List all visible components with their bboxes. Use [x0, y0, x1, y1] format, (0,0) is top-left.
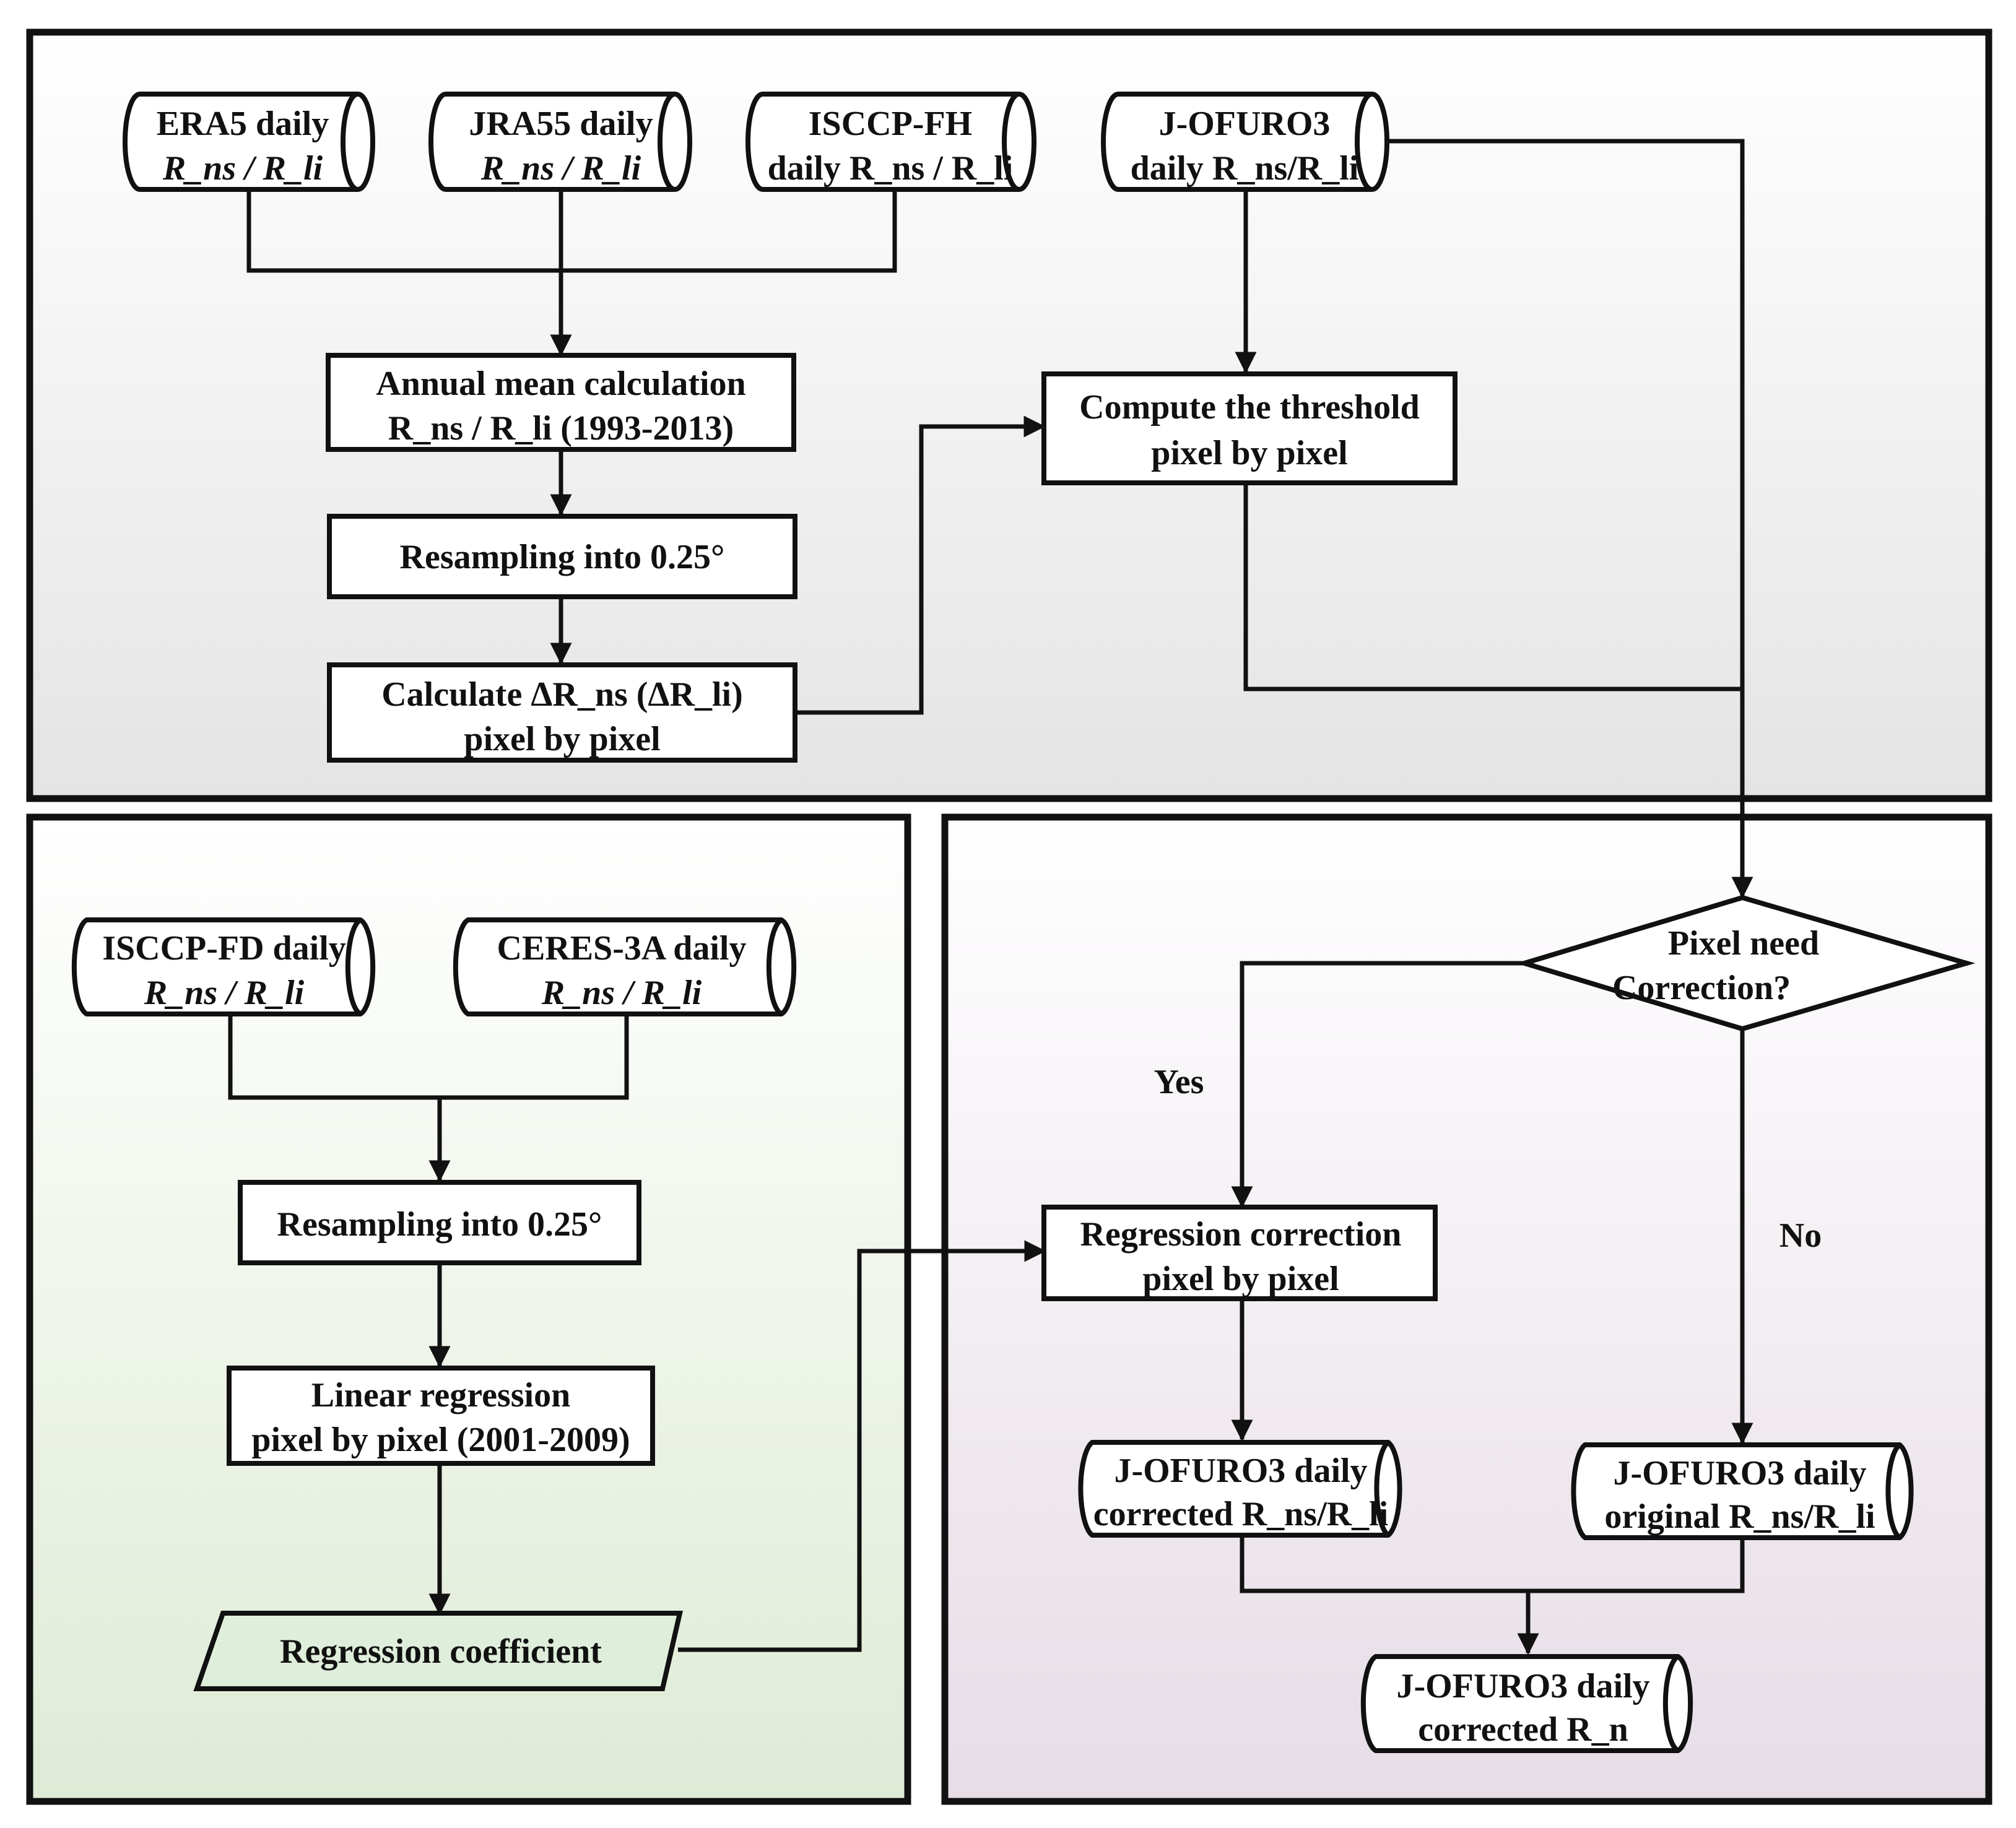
connector-coef-to-correction: [678, 1240, 1046, 1652]
jofuro3-rn-line2: corrected R_n: [1418, 1710, 1628, 1749]
regression-coefficient-label: Regression coefficient: [280, 1632, 602, 1671]
connector-yes: [1231, 961, 1524, 1208]
ceres-line1: CERES-3A daily: [497, 929, 747, 968]
jofuro3-rn-datastore: J-OFURO3 daily corrected R_n: [1360, 1654, 1693, 1753]
connector-era5: [246, 192, 897, 273]
yes-label: Yes: [1154, 1063, 1204, 1101]
jra55-datastore: JRA55 daily R_ns / R_li: [428, 92, 692, 192]
connector-merge-rn: [1240, 1536, 1745, 1593]
calc-delta-line1: Calculate ΔR_ns (ΔR_li): [381, 675, 743, 714]
jofuro3-original-line1: J-OFURO3 daily: [1613, 1454, 1866, 1492]
isccp-fd-line2: R_ns / R_li: [144, 974, 305, 1012]
annual-mean-line1: Annual mean calculation: [376, 365, 745, 403]
jra55-line1: JRA55 daily: [469, 105, 653, 143]
jofuro3-corrected-datastore: J-OFURO3 daily corrected R_ns/R_li: [1078, 1440, 1402, 1538]
resample-bottom-process: Resampling into 0.25°: [238, 1180, 641, 1265]
isccp-fd-datastore: ISCCP-FD daily R_ns / R_li: [71, 917, 376, 1016]
isccp-fd-line1: ISCCP-FD daily: [102, 929, 346, 968]
resample-top-label: Resampling into 0.25°: [400, 538, 725, 576]
no-label: No: [1779, 1216, 1822, 1255]
linear-regression-process: Linear regression pixel by pixel (2001-2…: [227, 1366, 655, 1466]
jofuro3-top-line2: daily R_ns/R_li: [1131, 149, 1359, 188]
era5-line1: ERA5 daily: [157, 105, 329, 143]
jra55-line2: R_ns / R_li: [480, 149, 641, 188]
threshold-line1: Compute the threshold: [1079, 388, 1420, 427]
connector-calc-to-threshold: [794, 415, 1046, 715]
era5-datastore: ERA5 daily R_ns / R_li: [123, 92, 375, 192]
jofuro3-original-datastore: J-OFURO3 daily original R_ns/R_li: [1571, 1442, 1914, 1540]
threshold-process: Compute the threshold pixel by pixel: [1041, 371, 1458, 485]
isccp-fh-datastore: ISCCP-FH daily R_ns / R_li: [745, 92, 1036, 192]
threshold-line2: pixel by pixel: [1151, 434, 1347, 472]
jofuro3-corrected-line1: J-OFURO3 daily: [1114, 1452, 1367, 1490]
decision-line2: Correction?: [1612, 969, 1791, 1007]
annual-mean-process: Annual mean calculation R_ns / R_li (199…: [326, 353, 796, 452]
isccp-fh-line2: daily R_ns / R_li: [768, 149, 1014, 188]
decision-line1: Pixel need: [1668, 924, 1819, 963]
isccp-fh-line1: ISCCP-FH: [809, 105, 972, 143]
connector-threshold-to-decision: [1243, 483, 1742, 691]
resample-bottom-label: Resampling into 0.25°: [277, 1205, 602, 1244]
jofuro3-original-line2: original R_ns/R_li: [1604, 1497, 1875, 1536]
linear-regression-line2: pixel by pixel (2001-2009): [251, 1421, 630, 1459]
calc-delta-process: Calculate ΔR_ns (ΔR_li) pixel by pixel: [327, 662, 797, 763]
regression-correction-line1: Regression correction: [1080, 1215, 1402, 1254]
jofuro3-corrected-line2: corrected R_ns/R_li: [1093, 1495, 1388, 1533]
annual-mean-line2: R_ns / R_li (1993-2013): [388, 409, 734, 448]
pixel-correction-decision: Pixel need Correction?: [1516, 895, 1976, 1032]
jofuro3-rn-line1: J-OFURO3 daily: [1396, 1667, 1649, 1705]
calc-delta-line2: pixel by pixel: [464, 720, 660, 758]
regression-correction-line2: pixel by pixel: [1142, 1260, 1339, 1298]
jofuro3-top-line1: J-OFURO3: [1159, 105, 1331, 143]
jofuro3-top-datastore: J-OFURO3 daily R_ns/R_li: [1101, 92, 1389, 192]
resample-top-process: Resampling into 0.25°: [327, 514, 797, 599]
ceres-datastore: CERES-3A daily R_ns / R_li: [453, 917, 797, 1016]
linear-regression-line1: Linear regression: [311, 1376, 570, 1414]
regression-correction-process: Regression correction pixel by pixel: [1041, 1205, 1438, 1301]
regression-coefficient-data: Regression coefficient: [193, 1611, 684, 1691]
connector-jofuro3-to-decision: [1388, 139, 1753, 899]
connector-isccp-ceres-merge: [228, 1015, 629, 1100]
era5-line2: R_ns / R_li: [162, 149, 323, 188]
ceres-line2: R_ns / R_li: [541, 974, 702, 1012]
